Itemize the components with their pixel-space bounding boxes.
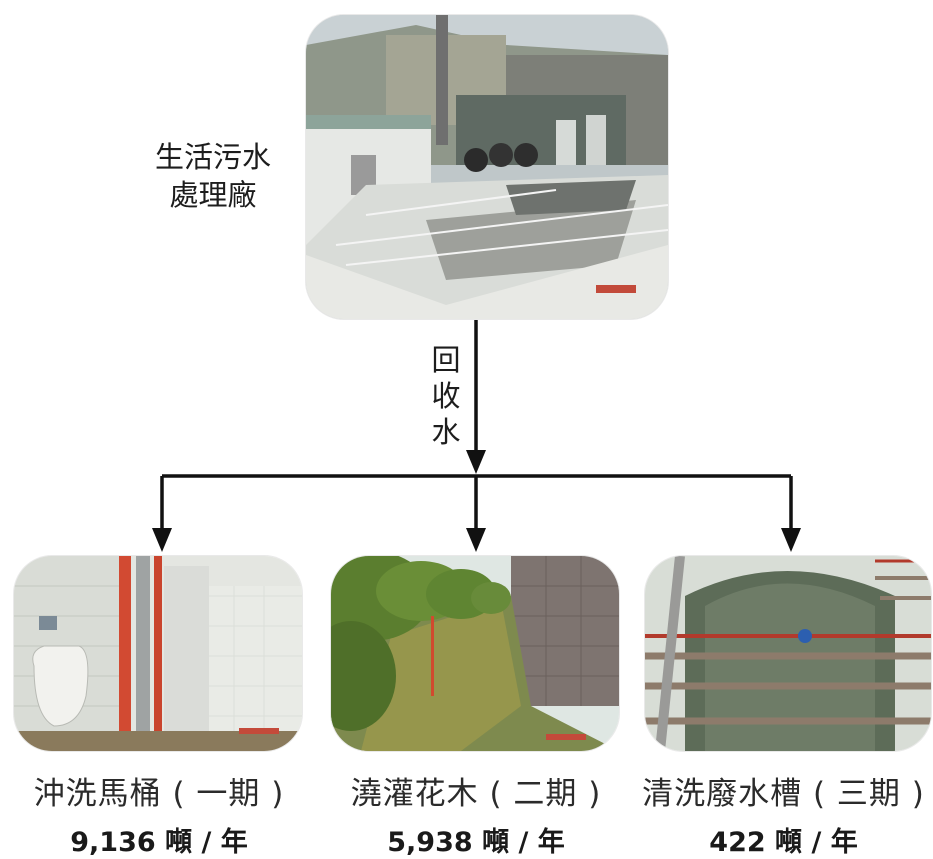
plant-label-line2: 處理廠: [169, 178, 257, 212]
use-caption-tank: 清洗廢水槽 ( 三期 ): [642, 776, 925, 812]
toilet-flushing-photo: [14, 556, 302, 751]
trunk-arrowhead: [466, 450, 486, 474]
treatment-plant-photo: [306, 15, 668, 319]
use-caption-toilet: 沖洗馬桶 ( 一期 ): [33, 776, 285, 812]
plant-label: 生活污水 處理廠: [138, 138, 288, 214]
plant-label-line1: 生活污水: [154, 140, 271, 174]
recycle-char-1: 回: [431, 343, 461, 377]
arrowhead-right: [781, 528, 801, 552]
tank-cleaning-photo: [645, 556, 931, 751]
recycle-char-3: 水: [431, 415, 461, 449]
use-caption-irrigation: 澆灌花木 ( 二期 ): [350, 776, 602, 812]
use-amount-toilet: 9,136 噸 / 年: [70, 827, 248, 858]
use-amount-irrigation: 5,938 噸 / 年: [387, 827, 565, 858]
recycled-water-label: 回 收 水: [426, 342, 466, 450]
arrowhead-middle: [466, 528, 486, 552]
irrigation-photo: [331, 556, 619, 751]
recycle-char-2: 收: [431, 379, 461, 413]
arrowhead-left: [152, 528, 172, 552]
use-amount-tank: 422 噸 / 年: [709, 827, 858, 858]
